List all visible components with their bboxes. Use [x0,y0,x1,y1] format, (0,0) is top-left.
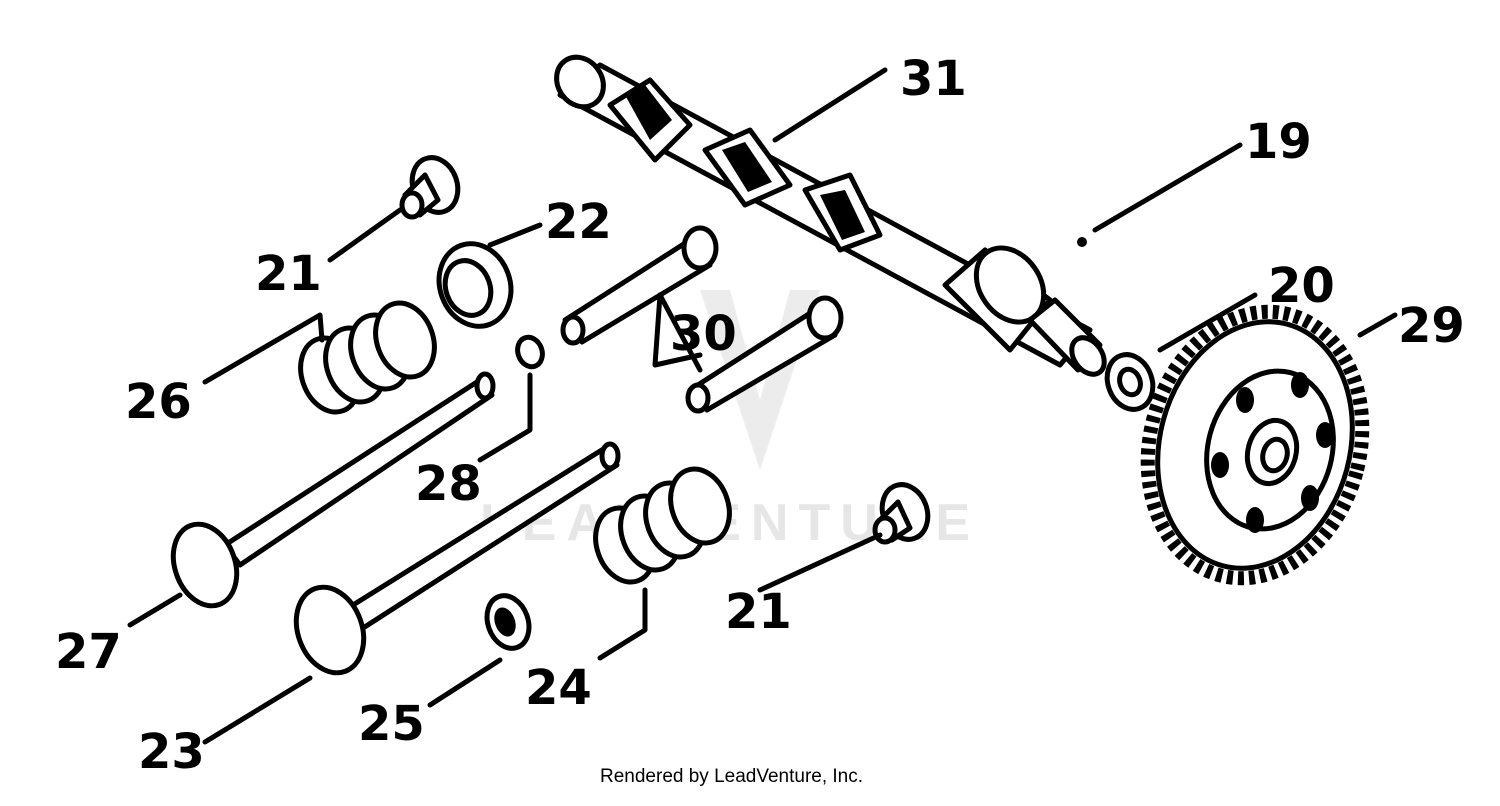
credit-text: Rendered by LeadVenture, Inc. [600,766,863,787]
callout-19: 19 [1245,114,1312,170]
callout-25: 25 [358,696,425,752]
callout-21-top: 21 [255,246,322,302]
valve-spring-24 [593,466,732,585]
retainer-22 [436,241,514,329]
callout-21-bottom: 21 [725,584,792,640]
callout-29: 29 [1398,298,1465,354]
callout-22: 22 [545,194,612,250]
callout-24: 24 [525,660,592,716]
valve-27 [170,371,496,609]
callout-26: 26 [125,374,192,430]
callout-28: 28 [415,456,482,512]
callout-23: 23 [138,724,205,780]
valve-spring-26 [298,300,437,415]
valve-key-28 [515,334,545,370]
nut-20 [1104,352,1156,412]
washer-25 [484,593,532,651]
callout-30: 30 [670,306,737,362]
valve-23 [293,441,621,676]
leader-lines [127,67,1398,745]
cam-gear [1140,304,1370,586]
camshaft [554,54,1107,377]
callout-27: 27 [55,624,122,680]
valve-lifter-top [399,155,461,220]
pin-19 [1077,237,1087,247]
callout-20: 20 [1268,258,1335,314]
callout-31: 31 [900,51,967,107]
callout-labels: 31 19 22 21 20 29 26 30 28 27 21 24 23 2… [55,51,1465,780]
tappets-30 [560,225,844,414]
valve-lifter-bottom [872,482,931,545]
